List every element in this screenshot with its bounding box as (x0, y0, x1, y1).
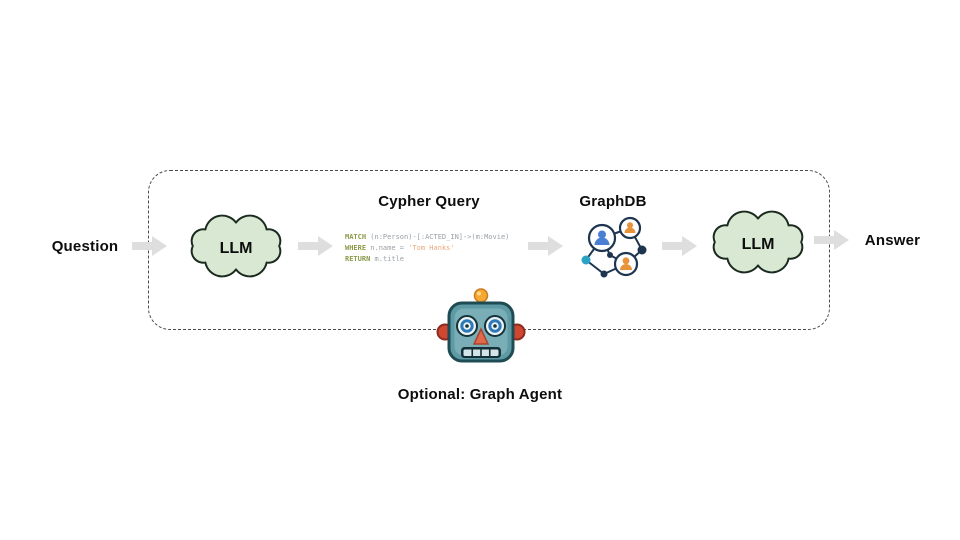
code-text: (n:Person)-[:ACTED_IN]->(m:Movie) (366, 233, 510, 241)
code-keyword: WHERE (345, 244, 367, 252)
code-string: 'Tom Hanks' (408, 244, 455, 252)
code-line-3: RETURN m.title (345, 254, 509, 265)
answer-label: Answer (864, 232, 921, 249)
code-text: n.name = (366, 244, 409, 252)
graphdb-title: GraphDB (579, 193, 647, 210)
code-line-1: MATCH (n:Person)-[:ACTED_IN]->(m:Movie) (345, 232, 509, 243)
arrow-right-icon (132, 236, 167, 256)
code-line-2: WHERE n.name = 'Tom Hanks' (345, 243, 509, 254)
llm-cloud-right: LLM (704, 205, 812, 279)
llm-label-left: LLM (219, 240, 253, 257)
arrow-right-icon (662, 236, 697, 256)
cypher-code-snippet: MATCH (n:Person)-[:ACTED_IN]->(m:Movie) … (345, 232, 509, 265)
graph-agent-caption: Optional: Graph Agent (397, 386, 563, 403)
code-text: m.title (370, 255, 405, 263)
arrow-right-icon (298, 236, 333, 256)
cypher-query-title: Cypher Query (378, 193, 480, 210)
code-keyword: RETURN (345, 255, 371, 263)
llm-label-right: LLM (741, 236, 775, 253)
code-keyword: MATCH (345, 233, 367, 241)
arrow-right-icon (528, 236, 563, 256)
cloud-icon (712, 210, 804, 274)
arrow-right-icon (814, 230, 849, 250)
question-label: Question (51, 238, 119, 255)
graph-database-icon (581, 216, 647, 278)
cloud-icon (190, 214, 282, 278)
robot-icon (436, 288, 526, 363)
llm-cloud-left: LLM (182, 209, 290, 283)
